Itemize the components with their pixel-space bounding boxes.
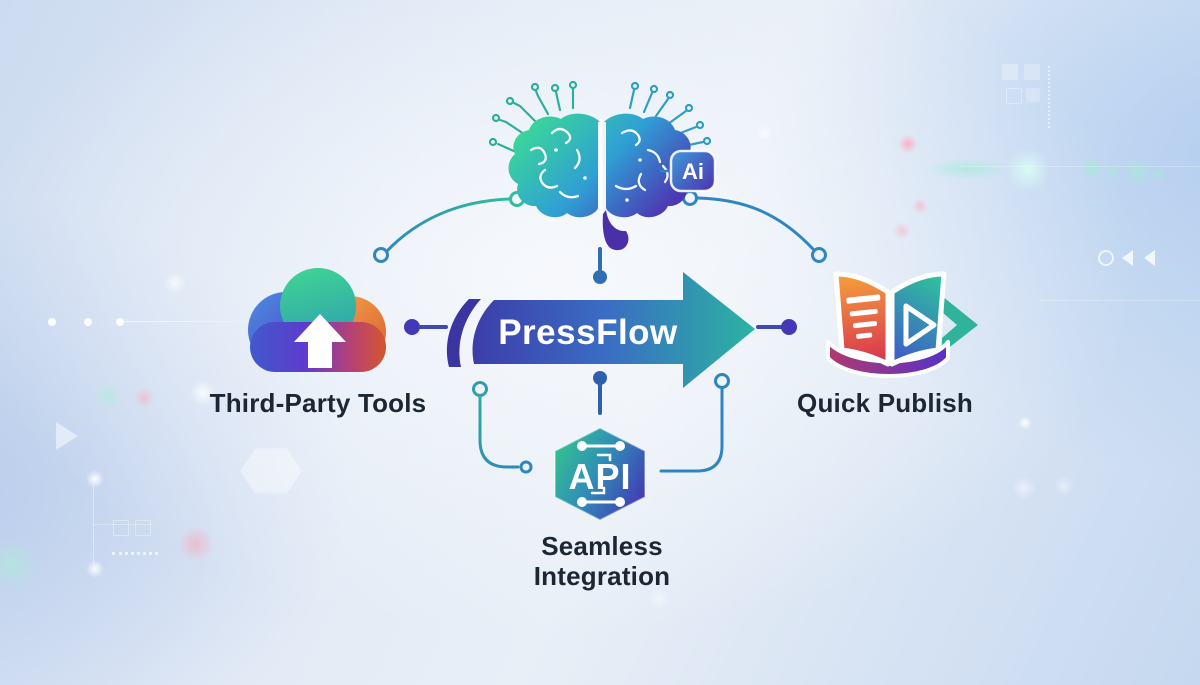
connector-tools-to-arrow bbox=[404, 319, 448, 335]
api-badge-label: API bbox=[568, 456, 631, 497]
ai-badge-label: Ai bbox=[682, 159, 704, 184]
label-third-party-tools: Third-Party Tools bbox=[209, 388, 427, 418]
play-glyph bbox=[903, 303, 937, 347]
arrow-body bbox=[472, 272, 755, 388]
open-book-play-icon bbox=[826, 271, 978, 378]
arrow-swoosh-tail bbox=[446, 299, 481, 367]
connector-left-to-api bbox=[472, 381, 533, 474]
ai-badge: Ai bbox=[669, 149, 717, 193]
page-text-lines bbox=[846, 294, 881, 339]
connector-right-to-api bbox=[659, 373, 730, 473]
connector-brain-to-publish bbox=[682, 190, 827, 263]
label-seamless-integration: Seamless Integration bbox=[533, 531, 671, 591]
arrow-label: PressFlow bbox=[498, 313, 678, 352]
label-quick-publish: Quick Publish bbox=[797, 388, 973, 418]
api-hexagon-icon: API bbox=[554, 427, 646, 521]
connector-arrow-to-api bbox=[593, 371, 607, 415]
connector-brain-to-arrow bbox=[593, 247, 607, 284]
publish-arrow-tail bbox=[942, 296, 978, 353]
upload-arrow-glyph bbox=[294, 314, 346, 368]
cloud-upload-icon bbox=[248, 268, 386, 372]
ai-brain-icon: Ai bbox=[488, 80, 717, 251]
connector-arrow-to-publish bbox=[756, 319, 797, 335]
pressflow-arrow: PressFlow bbox=[446, 272, 755, 388]
connector-brain-to-tools bbox=[373, 191, 525, 263]
